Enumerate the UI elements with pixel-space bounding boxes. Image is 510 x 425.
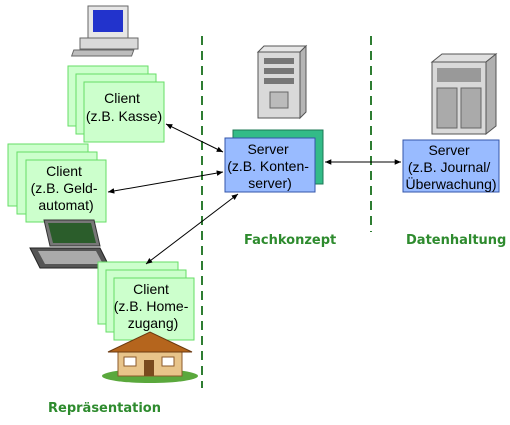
svg-text:Server (z.B. Konten-: Server (z.B. Konten- server) — [227, 141, 313, 191]
data-server-line-2: (z.B. Journal/ — [408, 159, 491, 175]
client-homezugang-line-3: zugang) — [128, 315, 179, 331]
client-kasse-line-2: (z.B. Kasse) — [86, 108, 162, 124]
client-geldautomat: Client (z.B. Geld- automat) — [7, 143, 107, 223]
data-server-line-3: Überwachung) — [405, 175, 496, 192]
app-server-line-1: Server — [247, 141, 289, 157]
connector-kasse-server — [165, 123, 224, 153]
connector-homezugang-server — [145, 193, 239, 265]
laptop-icon — [29, 219, 111, 269]
tier-label-data: Datenhaltung — [406, 233, 506, 248]
svg-text:Client (z.B. Home-: Client (z.B. Home- zugang) — [114, 281, 193, 331]
app-server-line-3: server) — [248, 175, 292, 191]
rack-server-icon — [430, 52, 498, 136]
client-kasse-line-1: Client — [104, 90, 140, 106]
svg-text:Client (z.B. Kasse): Client (z.B. Kasse) — [86, 90, 162, 124]
desktop-computer-icon — [70, 5, 139, 57]
tower-server-icon — [256, 44, 308, 120]
svg-text:Server (z.B. Journal/: Server (z.B. Journal/ Überwachung) — [405, 142, 496, 192]
data-server-line-1: Server — [428, 142, 470, 158]
client-geldautomat-line-3: automat) — [38, 197, 93, 213]
data-server: Server (z.B. Journal/ Überwachung) — [402, 139, 500, 193]
house-icon — [102, 331, 198, 383]
client-geldautomat-line-1: Client — [46, 163, 82, 179]
client-homezugang-line-2: (z.B. Home- — [114, 298, 189, 314]
connector-geldautomat-server — [107, 170, 224, 194]
app-server: Server (z.B. Konten- server) — [224, 129, 324, 193]
client-kasse: Client (z.B. Kasse) — [67, 65, 165, 143]
client-homezugang: Client (z.B. Home- zugang) — [97, 261, 195, 341]
tier-label-presentation: Repräsentation — [48, 401, 161, 416]
tier-label-business: Fachkonzept — [244, 233, 336, 248]
client-geldautomat-line-2: (z.B. Geld- — [31, 180, 98, 196]
app-server-line-2: (z.B. Konten- — [227, 158, 309, 174]
svg-text:Client (z.B. Geld-: Client (z.B. Geld- automat) — [31, 163, 102, 213]
client-homezugang-line-1: Client — [133, 281, 169, 297]
